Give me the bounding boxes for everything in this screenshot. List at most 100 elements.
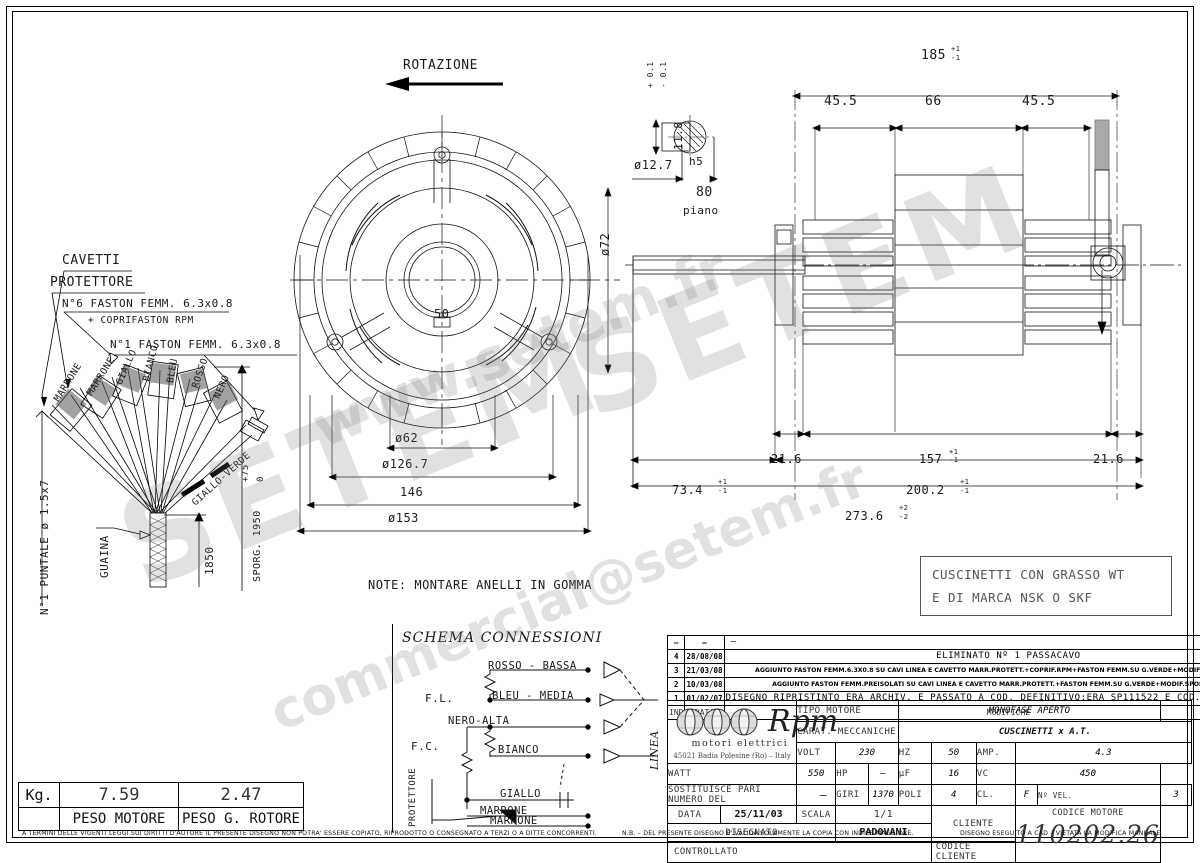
logo-subtitle: motori elettrici (691, 738, 788, 749)
tipo-motore-value: MONOFASE APERTO (898, 701, 1160, 722)
rev-ind: 2 (668, 678, 685, 692)
cable-tol-lower: 0 (256, 476, 266, 482)
side-dim-2736-tol-dn: -2 (899, 513, 908, 521)
schema-protettore-label: PROTETTORE (408, 768, 418, 827)
watt-value: 550 (797, 764, 836, 785)
rev-mod: ELIMINATO Nº 1 PASSACAVO (724, 650, 1200, 664)
side-dim-734: 73.4 (672, 483, 703, 497)
schema-term-bleu: BLEU - MEDIA (492, 690, 574, 702)
rev-ind: – (668, 636, 685, 650)
amp-value: 4.3 (1015, 743, 1191, 764)
table-row: 3 21/03/08 AGGIUNTO FASTON FEMM.6.3X0.8 … (668, 664, 1200, 678)
data-label: DATA (668, 806, 721, 824)
weights-motor-label: PESO MOTORE (60, 808, 179, 831)
logo-cell: Rpm motori elettrici 45021 Badia Polesin… (668, 701, 797, 764)
cable-dim-1850: 1850 (203, 547, 216, 576)
uf-value: 16 (931, 764, 976, 785)
rev-ind: 3 (668, 664, 685, 678)
scala-value: 1/1 (836, 806, 932, 824)
section-view-drawing (625, 60, 1195, 520)
weights-table: Kg. 7.59 2.47 PESO MOTORE PESO G. ROTORE (18, 782, 304, 831)
side-dim-2002-tol-up: +1 (960, 478, 969, 486)
side-dim-185-tol-up: +1 (951, 45, 960, 53)
side-dim-455-left: 45.5 (824, 94, 857, 109)
volt-label: VOLT (797, 743, 836, 764)
footer-left: A TERMINI DELLE VIGENTI LEGGI SUI DIRITT… (22, 830, 597, 837)
giri-label: GIRI (836, 785, 868, 806)
schema-term-bianco: BIANCO (498, 744, 539, 756)
logo-address: 45021 Badia Polesine (Ro) – Italy (668, 752, 796, 760)
schema-term-rosso: ROSSO - BASSA (488, 660, 577, 672)
hz-value: 50 (931, 743, 976, 764)
watt-label: WATT (668, 764, 797, 785)
giri-value: 1370 (868, 785, 898, 806)
side-dim-734-tol-dn: -1 (718, 487, 727, 495)
rev-data: 10/03/08 (685, 678, 724, 692)
poli-label: POLI (898, 785, 931, 806)
cable-label-sporg: SPORG. 1950 (252, 510, 263, 582)
rev-ind: 4 (668, 650, 685, 664)
weights-rotor-label: PESO G. ROTORE (179, 808, 304, 831)
side-dim-157-tol-dn: -1 (949, 456, 958, 464)
note-anelli: NOTE: MONTARE ANELLI IN GOMMA (368, 578, 592, 592)
schema-drawing (392, 624, 660, 832)
title-block: Rpm motori elettrici 45021 Badia Polesin… (667, 700, 1192, 863)
side-dim-2002-tol-dn: -1 (960, 487, 969, 495)
side-dim-2002: 200.2 (906, 483, 945, 497)
side-dim-66: 66 (925, 94, 942, 109)
footer-mid: N.B. – DEL PRESENTE DISEGNO E' VALIDA SO… (622, 830, 914, 837)
front-dim-50: 50 (434, 307, 449, 321)
bearing-note-line1: CUSCINETTI CON GRASSO WT (932, 567, 1125, 582)
codice-motore-label: CODICE MOTORE (1016, 808, 1160, 818)
cable-tol-upper: +75 (241, 464, 251, 482)
front-view-dimensions (290, 95, 620, 575)
vc-label: VC (976, 764, 1015, 785)
table-row: 4 28/08/08 ELIMINATO Nº 1 PASSACAVO BONA… (668, 650, 1200, 664)
schema-coil-fl: F.L. (425, 692, 454, 705)
front-dim-d1267: ø126.7 (382, 457, 428, 471)
weights-blank-cell (19, 808, 60, 831)
logo-name: Rpm (768, 709, 838, 735)
side-dim-216-right: 21.6 (1093, 452, 1124, 466)
cable-label-puntale: N°1 PUNTALE ø 1.5x7 (38, 480, 51, 615)
sostituisce-value: – (797, 785, 836, 806)
nvel-value: 3 (1161, 785, 1192, 806)
uf-label: µF (898, 764, 931, 785)
side-dim-185: 185 (921, 48, 946, 63)
vc-value: 450 (1015, 764, 1160, 785)
rev-data: – (685, 636, 724, 650)
codice-cliente-label: CODICE CLIENTE (931, 842, 1015, 863)
weights-rotor-value: 2.47 (179, 783, 304, 808)
schema-coil-fc: F.C. (411, 740, 440, 753)
side-dim-455-right: 45.5 (1022, 94, 1055, 109)
cable-label-guaina: GUAINA (98, 535, 111, 578)
amp-label: AMP. (976, 743, 1015, 764)
sostituisce-label: SOSTITUISCE PARI NUMERO DEL (668, 785, 797, 806)
rotation-arrow-icon (385, 76, 505, 92)
bearing-note-line2: E DI MARCA NSK O SKF (932, 590, 1093, 605)
weights-unit: Kg. (19, 783, 60, 808)
side-dim-216-left: 21.6 (771, 452, 802, 466)
weights-motor-value: 7.59 (60, 783, 179, 808)
hp-label: HP (836, 764, 868, 785)
hz-label: HZ (898, 743, 931, 764)
front-dim-d72: ø72 (598, 233, 612, 256)
rev-data: 28/08/08 (685, 650, 724, 664)
side-dim-734-tol-up: +1 (718, 478, 727, 486)
schema-line-label: LINEA (648, 730, 661, 770)
front-dim-d62: ø62 (395, 431, 418, 445)
cable-harness-drawing (14, 245, 314, 625)
table-row: 2 10/03/08 AGGIUNTO FASTON FEMM.PREISOLA… (668, 678, 1200, 692)
bearing-note-box (920, 556, 1172, 616)
side-dim-157-tol-up: +1 (949, 448, 958, 456)
footer-right: DISEGNO ESEGUITO A CAD – VIETATA LA MODI… (960, 830, 1160, 837)
rotation-label: ROTAZIONE (403, 58, 478, 73)
carat-value: CUSCINETTI x A.T. (898, 722, 1191, 743)
cl-label: CL. (976, 785, 1015, 806)
side-dim-157: 157 (919, 452, 942, 466)
side-dim-2736-tol-up: +2 (899, 504, 908, 512)
side-dim-2736: 273.6 (845, 509, 884, 523)
rev-mod: – (724, 636, 1200, 650)
rev-mod: AGGIUNTO FASTON FEMM.PREISOLATI SU CAVI … (724, 678, 1200, 692)
